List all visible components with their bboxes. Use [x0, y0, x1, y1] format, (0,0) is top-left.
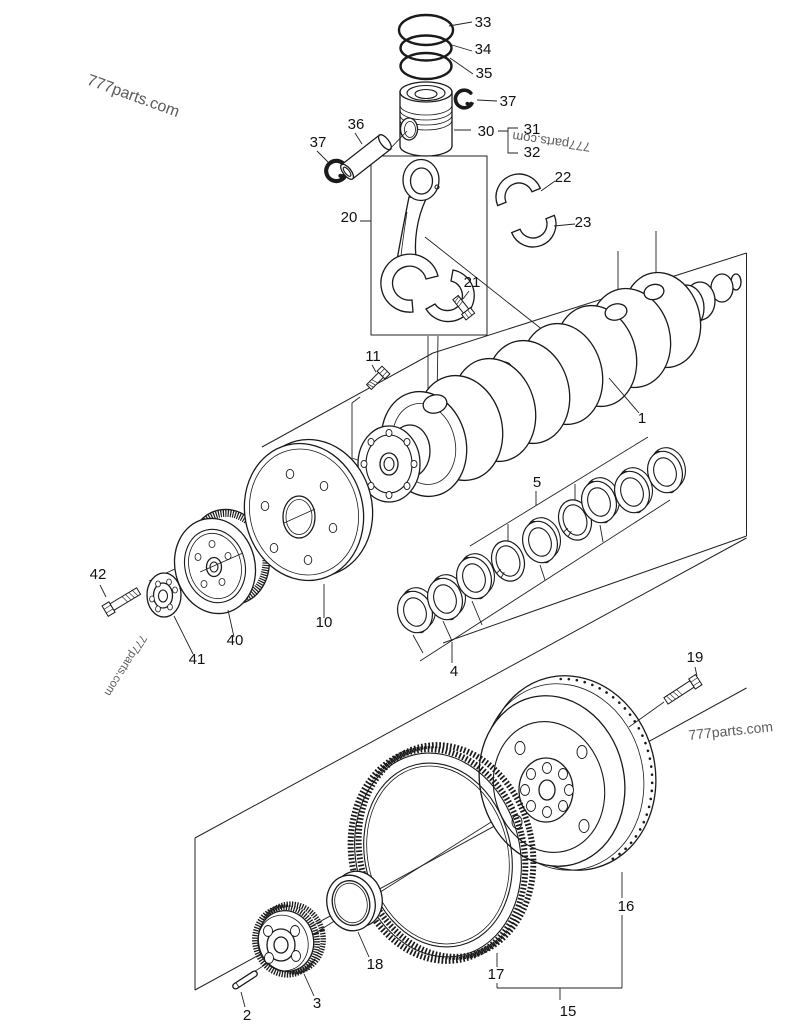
- watermark-top-left: 777parts.com: [85, 72, 182, 121]
- upper-plane-top-edge: [432, 252, 747, 354]
- piston-ring-top: [397, 13, 455, 47]
- callout-41: 41: [189, 651, 206, 668]
- callout-33: 33: [475, 14, 492, 31]
- callout-leaders: [99, 21, 698, 1008]
- piston-group: [325, 13, 477, 182]
- callout-18: 18: [367, 956, 384, 973]
- pulley-bolt: [101, 585, 143, 617]
- dowel-pin: [232, 970, 258, 990]
- callout-36: 36: [348, 116, 365, 133]
- callout-22: 22: [555, 169, 572, 186]
- callout-37-left: 37: [310, 134, 327, 151]
- callout-19: 19: [687, 649, 704, 666]
- callout-40: 40: [227, 632, 244, 649]
- piston-ring-oil: [399, 51, 453, 81]
- snap-ring-right: [451, 86, 477, 112]
- callout-20: 20: [341, 209, 358, 226]
- crankshaft: [357, 271, 742, 503]
- callout-10: 10: [316, 614, 333, 631]
- callout-15: 15: [560, 1003, 577, 1020]
- callout-17: 17: [488, 966, 505, 983]
- callout-labels: 33 34 35 37 30 31 32 36 37 20 22 23 21 1…: [90, 14, 704, 1024]
- rod-bearing-shells: [495, 173, 557, 248]
- upper-rod-bearing: [495, 173, 542, 207]
- crank-gear: [252, 901, 326, 978]
- piston: [399, 81, 453, 157]
- bracket-4-line: [419, 499, 671, 662]
- upper-plane-left-edge: [261, 352, 434, 448]
- callout-1: 1: [638, 410, 646, 427]
- watermark-lower-left: 777parts.com: [102, 632, 149, 697]
- vibration-damper: [243, 438, 374, 582]
- callout-42: 42: [90, 566, 107, 583]
- flywheel-bolt: [662, 674, 703, 707]
- callout-11: 11: [365, 348, 381, 365]
- callout-4: 4: [450, 663, 458, 680]
- callout-32: 32: [524, 144, 541, 161]
- bearing-to-crankpin-leader: [424, 236, 554, 339]
- spacer-ring: [326, 870, 383, 932]
- flywheel-group: [232, 674, 703, 990]
- lower-rod-bearing: [510, 214, 557, 248]
- callout-21: 21: [464, 274, 481, 291]
- callout-30: 30: [478, 123, 495, 140]
- callout-31: 31: [524, 121, 541, 138]
- lower-plane-top-edge: [194, 537, 747, 839]
- connecting-rod-group: [380, 158, 476, 323]
- callout-3: 3: [313, 995, 321, 1012]
- bracket-5-line: [469, 436, 649, 547]
- callout-5: 5: [533, 474, 541, 491]
- washer-plate: [146, 572, 182, 618]
- piston-pin: [340, 134, 392, 180]
- callout-34: 34: [475, 41, 492, 58]
- damper-pulley-group: [101, 365, 391, 618]
- callout-23: 23: [575, 214, 592, 231]
- upper-plane-bottom-edge: [442, 535, 747, 644]
- watermark-bottom-right: 777parts.com: [688, 718, 774, 743]
- callout-35: 35: [476, 65, 493, 82]
- main-bearing-row: [390, 442, 693, 654]
- callout-16: 16: [618, 898, 635, 915]
- rod-big-end: [380, 253, 439, 313]
- callout-2: 2: [243, 1007, 251, 1024]
- piston-ring-second: [399, 34, 453, 62]
- callout-37-top: 37: [500, 93, 517, 110]
- flywheel: [478, 675, 657, 871]
